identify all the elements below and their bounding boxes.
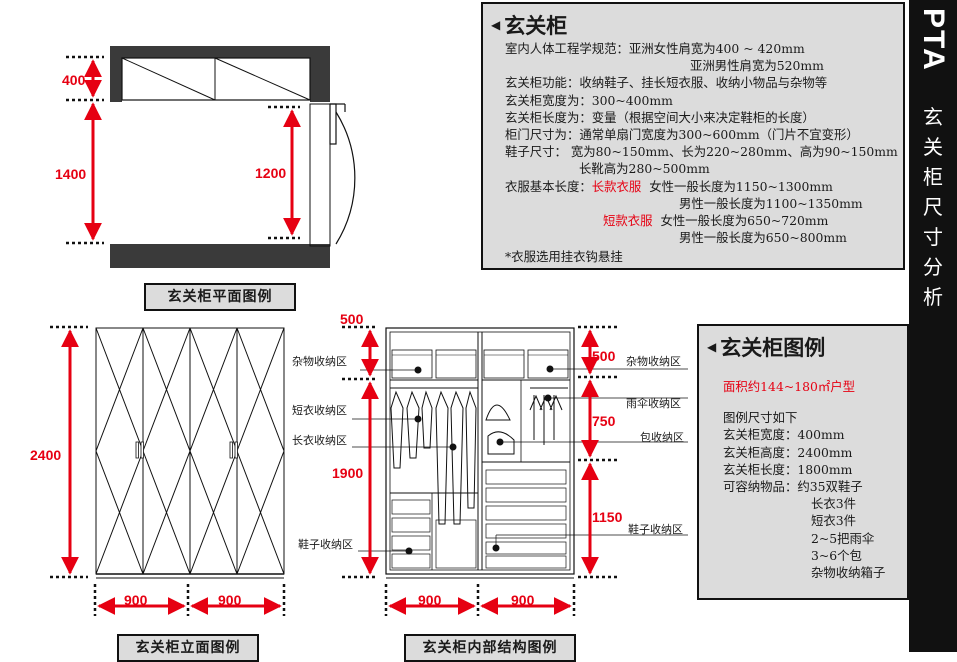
vertical-title-char: 尺 xyxy=(923,194,943,219)
plan-dim-400: 400 xyxy=(62,72,86,88)
interior-label-umbrella: 雨伞收纳区 xyxy=(626,396,681,410)
interior-label-misc-left: 杂物收纳区 xyxy=(292,354,347,368)
elevation-dim-width-left: 900 xyxy=(124,592,148,608)
vertical-title-char: 玄 xyxy=(923,104,943,129)
spec-title: ◀ 玄关柜 xyxy=(491,10,903,40)
short-clothes-label: 短款衣服 xyxy=(603,213,653,229)
spec-panel: ◀ 玄关柜 室内人体工程学规范：亚洲女性肩宽为400 ~ 420mm 亚洲男性肩… xyxy=(481,2,905,270)
legend-line-height: 玄关柜高度：2400mm xyxy=(723,444,853,460)
interior-dim-top-left: 500 xyxy=(340,311,364,327)
vertical-title-char: 分 xyxy=(923,254,943,279)
spec-line-length: 玄关柜长度为：变量（根据空间大小来决定鞋柜的长度） xyxy=(505,109,815,125)
legend-panel: ◀ 玄关柜图例 面积约144~180㎡户型 图例尺寸如下 玄关柜宽度：400mm… xyxy=(697,324,909,600)
spec-line-short-female: 短款衣服 女性一般长度为650~720mm xyxy=(505,212,903,229)
triangle-left-icon: ◀ xyxy=(707,340,717,354)
interior-dim-bottom-right: 1150 xyxy=(592,509,623,525)
legend-item-long-coat: 长衣3件 xyxy=(811,496,857,512)
interior-label-short-coat: 短衣收纳区 xyxy=(292,403,347,417)
interior-label-shoe-right: 鞋子收纳区 xyxy=(628,522,683,536)
clothing-label: 衣服基本长度： xyxy=(505,178,592,194)
spec-line-width: 玄关柜宽度为：300~400mm xyxy=(505,92,673,108)
plan-caption: 玄关柜平面图例 xyxy=(144,283,296,311)
vertical-title-char: 析 xyxy=(923,284,943,309)
interior-dim-bottom-left: 1900 xyxy=(332,465,363,481)
legend-line-intro: 图例尺寸如下 xyxy=(723,410,798,426)
plan-dim-1400: 1400 xyxy=(55,166,86,182)
legend-area: 面积约144~180㎡户型 xyxy=(723,379,856,394)
legend-title: ◀ 玄关柜图例 xyxy=(707,332,907,362)
vertical-title-char: 关 xyxy=(923,134,943,159)
triangle-left-icon: ◀ xyxy=(491,18,501,32)
interior-label-misc-right: 杂物收纳区 xyxy=(626,354,681,368)
spec-note: *衣服选用挂衣钩悬挂 xyxy=(505,249,623,265)
spec-line-door: 柜门尺寸为：通常单扇门宽度为300~600mm（门片不宜变形） xyxy=(505,127,859,143)
long-female-length: 女性一般长度为1150~1300mm xyxy=(649,178,833,194)
legend-line-length: 玄关柜长度：1800mm xyxy=(723,461,853,477)
elevation-caption: 玄关柜立面图例 xyxy=(117,634,259,662)
interior-dim-width-right: 900 xyxy=(511,592,535,608)
spec-line-ergonomics: 室内人体工程学规范：亚洲女性肩宽为400 ~ 420mm xyxy=(505,41,805,56)
legend-item-bag: 3~6个包 xyxy=(811,547,862,563)
vertical-title-char: 柜 xyxy=(923,164,943,189)
legend-item-storage-box: 杂物收纳箱子 xyxy=(811,565,886,581)
short-male-length: 男性一般长度为650~800mm xyxy=(679,230,847,246)
elevation-view: 2400 900 900 xyxy=(30,325,286,616)
interior-label-long-coat: 长衣收纳区 xyxy=(292,433,347,447)
spec-line-long-female: 衣服基本长度：长款衣服 女性一般长度为1150~1300mm xyxy=(505,178,903,195)
plan-dim-1200: 1200 xyxy=(255,165,286,181)
elevation-dim-height: 2400 xyxy=(30,447,61,463)
legend-item-umbrella: 2~5把雨伞 xyxy=(811,530,875,546)
interior-caption: 玄关柜内部结构图例 xyxy=(404,634,576,662)
spec-line-function: 玄关柜功能：收纳鞋子、挂长短衣服、收纳小物品与杂物等 xyxy=(505,75,828,91)
plan-view: 400 1400 1200 xyxy=(55,46,356,268)
elevation-dim-width-right: 900 xyxy=(218,592,242,608)
vertical-title: 玄 关 柜 尺 寸 分 析 xyxy=(923,102,943,312)
long-clothes-label: 长款衣服 xyxy=(591,178,642,194)
interior-dim-top-right: 500 xyxy=(592,348,616,364)
legend-line-width: 玄关柜宽度：400mm xyxy=(723,427,845,443)
legend-title-text: 玄关柜图例 xyxy=(720,336,826,360)
legend-item-short-coat: 短衣3件 xyxy=(811,513,857,529)
interior-dim-width-left: 900 xyxy=(418,592,442,608)
interior-dim-mid-right: 750 xyxy=(592,413,616,429)
interior-label-bag: 包收纳区 xyxy=(640,430,684,444)
spec-line-shoe: 鞋子尺寸： 宽为80~150mm、长为220~280mm、高为90~150mm xyxy=(505,144,898,160)
interior-label-shoe: 鞋子收纳区 xyxy=(298,537,353,551)
long-male-length: 男性一般长度为1100~1350mm xyxy=(679,195,863,211)
spec-line-boot: 长靴高为280~500mm xyxy=(579,161,710,177)
spec-line-male-shoulder: 亚洲男性肩宽为520mm xyxy=(690,58,824,74)
brand-logo: PTA xyxy=(917,8,950,72)
interior-view: 杂物收纳区 短衣收纳区 长衣收纳区 鞋子收纳区 杂物收纳区 雨伞收纳区 包收纳区… xyxy=(292,311,688,616)
short-female-length: 女性一般长度为650~720mm xyxy=(660,213,829,229)
legend-line-capacity: 可容纳物品：约35双鞋子 xyxy=(723,479,863,495)
side-band: PTA 玄 关 柜 尺 寸 分 析 xyxy=(909,0,957,652)
spec-title-text: 玄关柜 xyxy=(504,14,568,38)
vertical-title-char: 寸 xyxy=(923,224,943,249)
